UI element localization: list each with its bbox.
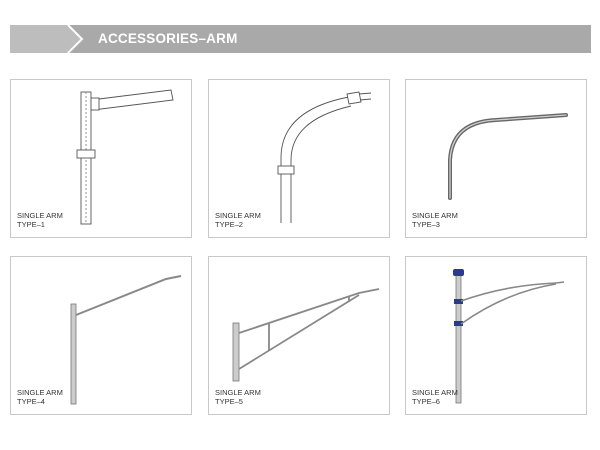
arm-caption: SINGLE ARM TYPE–1 bbox=[17, 211, 63, 229]
arm-card-type-1: SINGLE ARM TYPE–1 bbox=[10, 79, 192, 238]
caption-line-2: TYPE–2 bbox=[215, 220, 243, 229]
pole-with-angled-arm-icon bbox=[70, 275, 182, 405]
arm-caption: SINGLE ARM TYPE–3 bbox=[412, 211, 458, 229]
arm-caption: SINGLE ARM TYPE–5 bbox=[215, 388, 261, 406]
caption-line-1: SINGLE ARM bbox=[412, 211, 458, 220]
double-bracket-arm-icon bbox=[453, 269, 565, 404]
arm-caption: SINGLE ARM TYPE–6 bbox=[412, 388, 458, 406]
arm-caption: SINGLE ARM TYPE–4 bbox=[17, 388, 63, 406]
caption-line-1: SINGLE ARM bbox=[215, 211, 261, 220]
caption-line-2: TYPE–6 bbox=[412, 397, 440, 406]
arm-card-type-3: SINGLE ARM TYPE–3 bbox=[405, 79, 587, 238]
curved-arm-with-sleeve-icon bbox=[277, 91, 372, 223]
curved-pipe-arm-icon bbox=[448, 113, 568, 200]
caption-line-2: TYPE–1 bbox=[17, 220, 45, 229]
straight-arm-with-sleeve-icon bbox=[76, 89, 174, 225]
truss-arm-icon bbox=[232, 288, 380, 382]
caption-line-1: SINGLE ARM bbox=[215, 388, 261, 397]
caption-line-1: SINGLE ARM bbox=[17, 388, 63, 397]
caption-line-2: TYPE–4 bbox=[17, 397, 45, 406]
section-title: ACCESSORIES–ARM bbox=[98, 31, 238, 46]
caption-line-1: SINGLE ARM bbox=[17, 211, 63, 220]
arm-card-type-6: SINGLE ARM TYPE–6 bbox=[405, 256, 587, 415]
arm-card-type-2: SINGLE ARM TYPE–2 bbox=[208, 79, 390, 238]
arm-card-type-4: SINGLE ARM TYPE–4 bbox=[10, 256, 192, 415]
arm-caption: SINGLE ARM TYPE–2 bbox=[215, 211, 261, 229]
caption-line-2: TYPE–3 bbox=[412, 220, 440, 229]
section-banner: ACCESSORIES–ARM bbox=[10, 25, 591, 53]
chevron-right-icon bbox=[10, 25, 84, 53]
arm-card-type-5: SINGLE ARM TYPE–5 bbox=[208, 256, 390, 415]
caption-line-2: TYPE–5 bbox=[215, 397, 243, 406]
caption-line-1: SINGLE ARM bbox=[412, 388, 458, 397]
